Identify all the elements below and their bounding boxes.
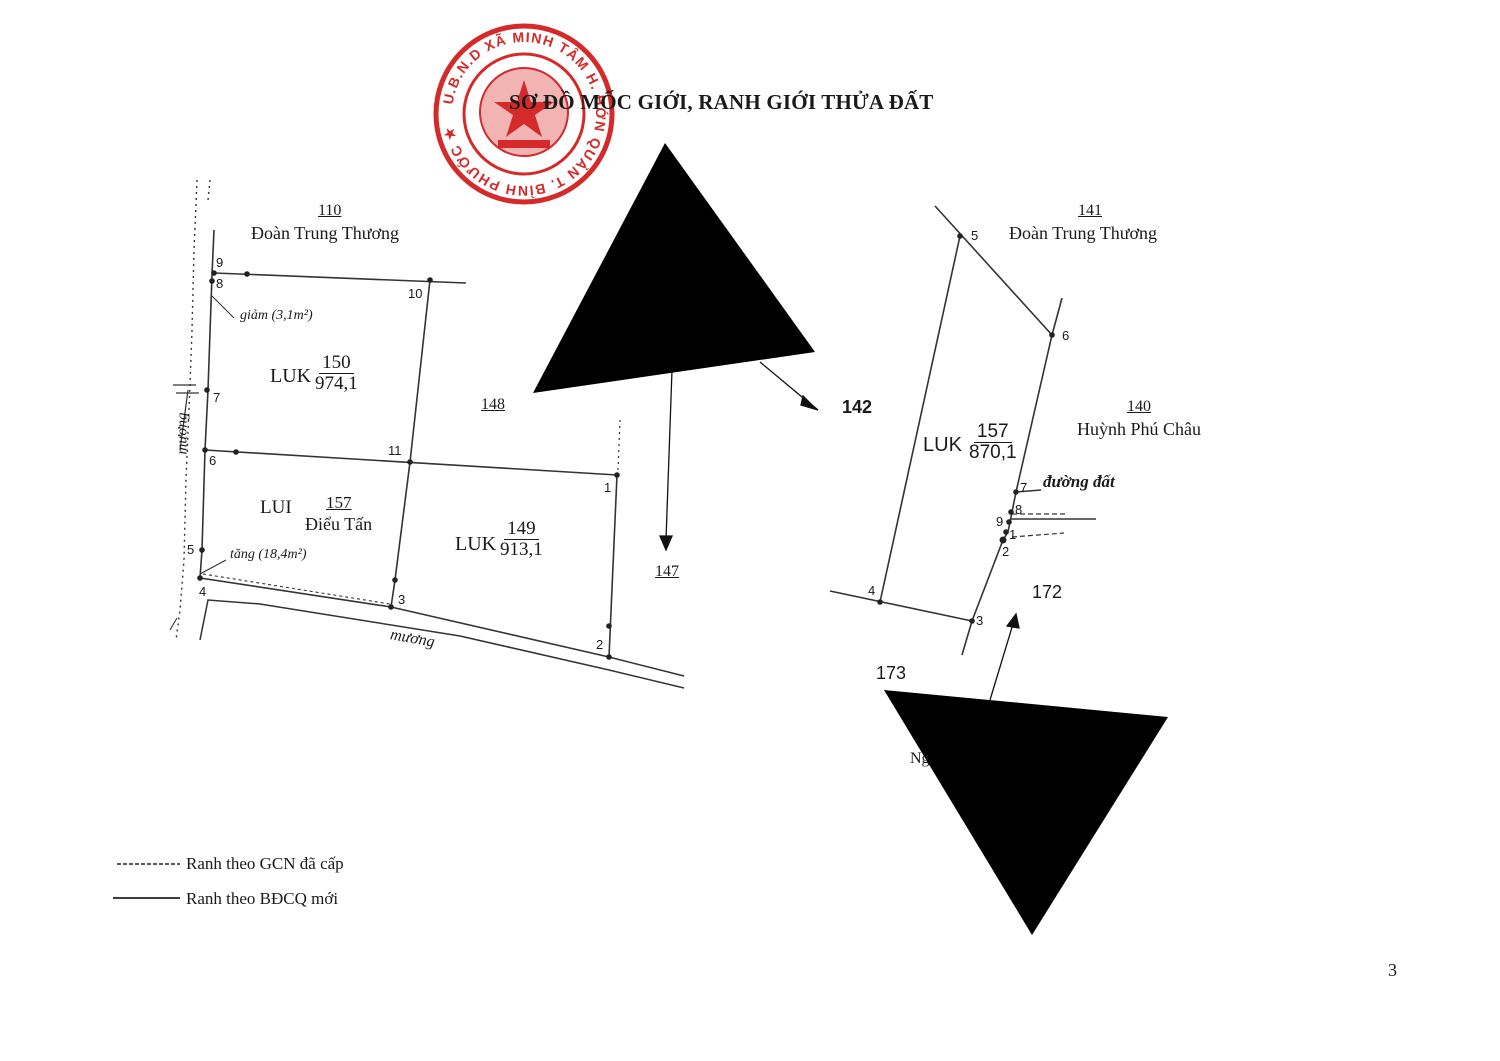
left-map-points: [197, 270, 620, 660]
redaction-triangle-top: [533, 143, 815, 393]
left-point-8: 8: [216, 276, 224, 291]
parcel-150-fraction: 150 974,1: [315, 353, 358, 394]
right-point-9: 9: [996, 514, 1004, 529]
left-point-7: 7: [213, 390, 221, 405]
partial-owner-text: Ng: [910, 750, 930, 767]
right-map-points: [877, 233, 1055, 624]
note-increase: tăng (18,4m²): [230, 547, 307, 562]
page-number: 3: [1388, 960, 1397, 980]
left-point-11: 11: [388, 443, 402, 458]
left-point-10: 10: [408, 286, 423, 301]
right-parcel-157-land-type: LUK: [923, 434, 962, 456]
right-parcel-157-fraction: 157 870,1: [969, 422, 1017, 463]
parcel-173-label: 173: [876, 663, 907, 683]
parcel-148-label: 148: [481, 396, 505, 413]
parcel-142-label: 142: [842, 397, 873, 417]
right-point-5: 5: [971, 228, 979, 243]
parcel-150-land-type: LUK: [270, 365, 312, 387]
right-neighbor-owner: Huỳnh Phú Châu: [1077, 419, 1202, 439]
note-decrease: giảm (3,1m²): [240, 308, 313, 323]
right-top-neighbor-number: 141: [1078, 202, 1102, 219]
canal-left-label: mương: [174, 412, 191, 455]
parcel-149-fraction: 149 913,1: [500, 519, 543, 560]
left-point-3: 3: [398, 592, 406, 607]
left-point-1: 1: [604, 480, 612, 495]
right-neighbor-number: 140: [1127, 398, 1151, 415]
redaction-triangle-bottom: [884, 690, 1168, 935]
parcel-147-label: 147: [655, 563, 679, 580]
parcel-149-area: 913,1: [500, 538, 543, 560]
parcel-150-number: 150: [319, 353, 354, 374]
parcel-157-owner: Điểu Tấn: [305, 514, 373, 534]
dirt-road-label: đường đất: [1043, 472, 1115, 491]
official-seal: U.B.N.D XÃ MINH TÂM H. HỚN QUẢN T. BÌNH …: [433, 23, 615, 205]
left-point-6: 6: [209, 453, 217, 468]
right-arrow: [989, 612, 1020, 701]
right-parcel-157-number: 157: [973, 422, 1012, 443]
left-point-5: 5: [187, 542, 195, 557]
right-point-1: 1: [1009, 527, 1017, 542]
parcel-157-land-type: LUI: [260, 497, 292, 518]
right-point-8: 8: [1015, 502, 1023, 517]
parcel-157-number: 157: [326, 493, 352, 512]
parcel-150-area: 974,1: [315, 372, 358, 394]
legend-solid-label: Ranh theo BĐCQ mới: [186, 889, 339, 908]
legend-lines: [113, 863, 180, 899]
right-top-neighbor-owner: Đoàn Trung Thương: [1009, 223, 1157, 243]
right-point-3: 3: [976, 613, 984, 628]
right-point-7: 7: [1020, 480, 1028, 495]
parcel-149-number: 149: [504, 519, 539, 540]
left-point-4: 4: [199, 584, 207, 599]
left-top-neighbor-owner: Đoàn Trung Thương: [251, 223, 399, 243]
right-point-2: 2: [1002, 544, 1010, 559]
parcel-172-label: 172: [1032, 582, 1063, 602]
right-parcel-157-area: 870,1: [969, 441, 1017, 463]
left-top-neighbor-number: 110: [318, 202, 342, 219]
left-point-2: 2: [596, 637, 604, 652]
page-title: SƠ ĐỒ MỐC GIỚI, RANH GIỚI THỬA ĐẤT: [509, 90, 934, 114]
right-point-4: 4: [868, 583, 876, 598]
left-point-9: 9: [216, 255, 224, 270]
left-map-lines: [169, 179, 685, 689]
right-point-6: 6: [1062, 328, 1070, 343]
legend-dashed-label: Ranh theo GCN đã cấp: [186, 854, 344, 873]
parcel-149-land-type: LUK: [455, 533, 497, 555]
